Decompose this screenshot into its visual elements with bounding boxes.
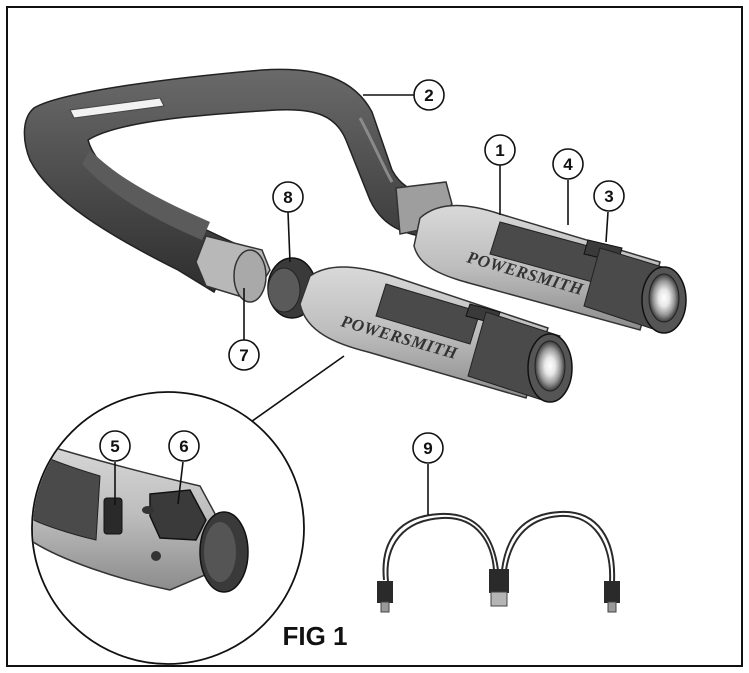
left-end-cap — [195, 235, 271, 303]
figure-caption: FIG 1 — [282, 621, 347, 651]
callout-8: 8 — [272, 181, 304, 213]
callout-9: 9 — [412, 432, 444, 464]
callout-3: 3 — [593, 180, 625, 212]
callout-number: 3 — [604, 187, 613, 206]
callout-number: 1 — [495, 141, 504, 160]
callout-2: 2 — [413, 79, 445, 111]
left-light: POWERSMITH — [299, 266, 573, 403]
callout-number: 6 — [179, 437, 188, 456]
left-lens — [534, 340, 566, 392]
callout-number: 4 — [563, 155, 573, 174]
neck-band — [23, 68, 429, 294]
callout-4: 4 — [552, 148, 584, 180]
neck-band-slot — [69, 97, 165, 119]
callout-number: 8 — [283, 188, 292, 207]
callout-7: 7 — [228, 339, 260, 371]
right-lens — [648, 273, 680, 323]
detail-inset — [31, 355, 345, 665]
port-cover[interactable] — [149, 489, 207, 541]
callout-6: 6 — [168, 430, 200, 462]
callout-leaders — [114, 94, 609, 515]
callout-number: 7 — [239, 346, 248, 365]
callout-number: 2 — [424, 86, 433, 105]
usb-charging-port — [103, 497, 123, 535]
callout-number: 5 — [110, 437, 119, 456]
callout-1: 1 — [484, 134, 516, 166]
callout-5: 5 — [99, 430, 131, 462]
inset-pointer-line — [247, 355, 345, 425]
callout-number: 9 — [423, 439, 432, 458]
usb-charging-cable — [377, 510, 620, 613]
